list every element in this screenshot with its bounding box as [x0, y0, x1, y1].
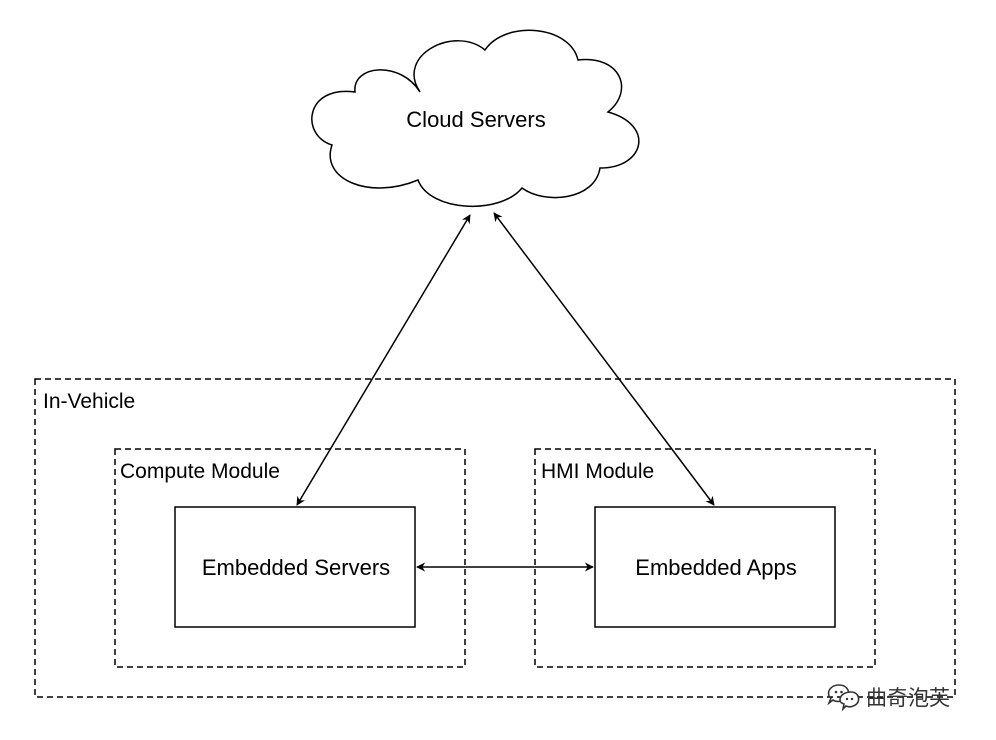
compute-module-group: Compute Module — [114, 448, 466, 668]
embedded-apps-node: Embedded Apps — [594, 506, 836, 628]
compute-module-boundary — [114, 448, 466, 668]
cloud-servers-node: Cloud Servers — [311, 29, 640, 207]
watermark: 曲奇泡芙 — [826, 680, 950, 714]
compute-module-label: Compute Module — [120, 460, 280, 483]
embedded-servers-node: Embedded Servers — [174, 506, 416, 628]
wechat-icon — [827, 684, 860, 712]
cloud-shape — [311, 29, 640, 207]
embedded-apps-label: Embedded Apps — [635, 555, 796, 580]
in-vehicle-label: In-Vehicle — [43, 390, 135, 413]
embedded-servers-box — [174, 506, 416, 628]
embedded-apps-box — [594, 506, 836, 628]
cloud-to-embedded-servers-arrow — [296, 214, 471, 506]
hmi-module-label: HMI Module — [541, 460, 654, 483]
watermark-text: 曲奇泡芙 — [866, 686, 950, 710]
embedded-servers-label: Embedded Servers — [202, 555, 390, 580]
cloud-to-embedded-apps-arrow — [493, 212, 715, 506]
cloud-servers-label: Cloud Servers — [406, 107, 545, 132]
